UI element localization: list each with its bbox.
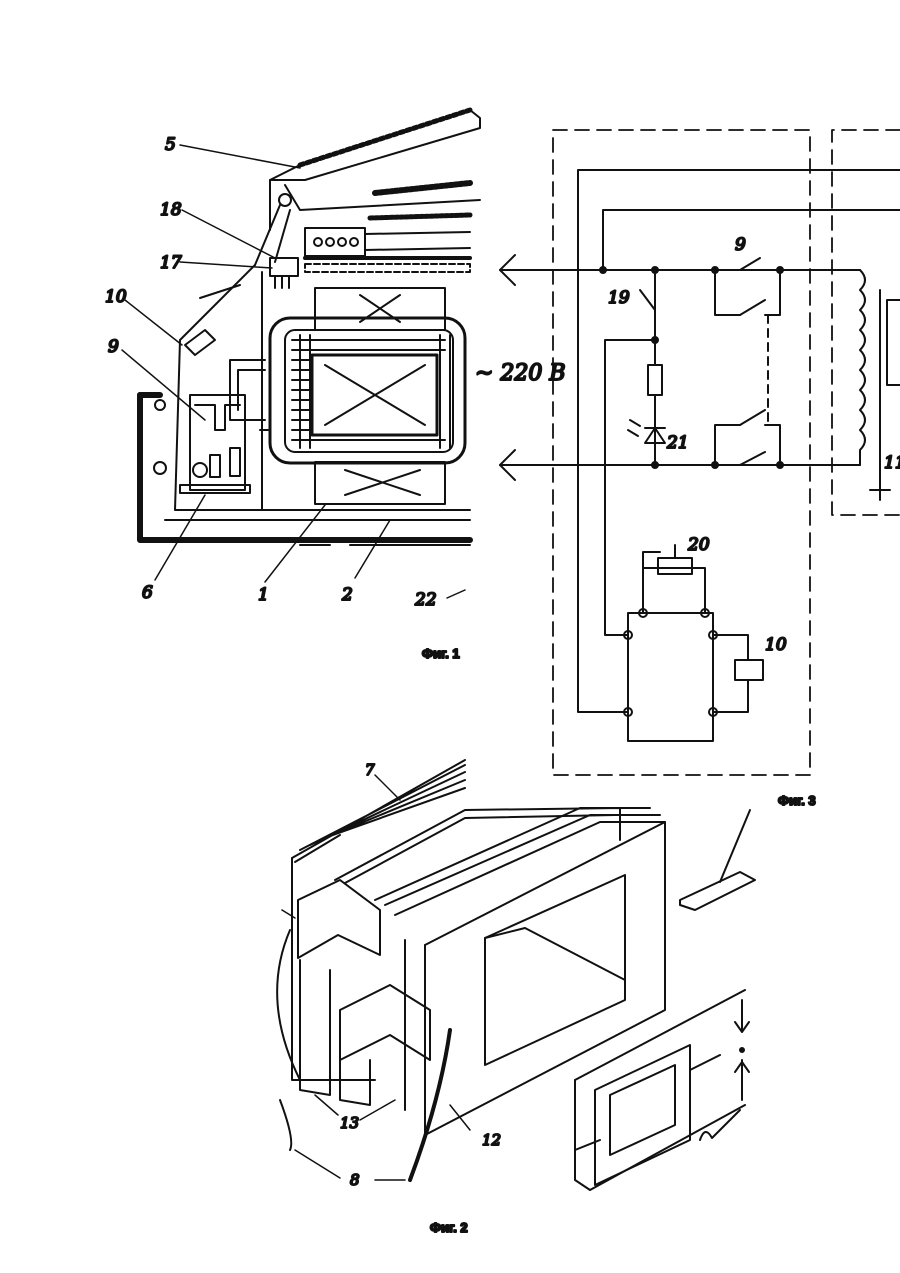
label-7: 7 [365, 761, 375, 779]
label-20: 20 [687, 535, 710, 555]
figure-2-caption: Фиг. 2 [430, 1220, 468, 1235]
label-11: 11 [884, 453, 900, 473]
label-10-relay: 10 [765, 635, 787, 655]
figure-3-caption: Фиг. 3 [778, 793, 816, 808]
figure-2-labels: 7 13 12 8 [340, 761, 501, 1189]
figure-1-caption: Фиг. 1 [422, 646, 460, 661]
label-17: 17 [160, 253, 182, 273]
label-12: 12 [482, 1131, 501, 1149]
label-13: 13 [340, 1114, 359, 1132]
label-18: 18 [160, 200, 182, 220]
lid [255, 110, 480, 265]
label-8: 8 [350, 1171, 360, 1189]
label-19: 19 [608, 288, 630, 308]
label-22: 22 [414, 590, 437, 610]
figure-3-labels: 9 19 21 20 10 11 [608, 235, 900, 655]
label-5: 5 [165, 135, 176, 155]
heating-element [305, 215, 470, 272]
label-10: 10 [105, 287, 127, 307]
voltage-label: ~ 220 В [475, 361, 566, 386]
figure-1-drawing [122, 110, 480, 598]
label-9: 9 [108, 337, 119, 357]
label-6: 6 [142, 583, 153, 603]
label-1: 1 [258, 585, 269, 605]
label-21: 21 [666, 433, 689, 453]
transformer [230, 288, 465, 504]
label-9-relay: 9 [735, 235, 746, 255]
figure-3-drawing [500, 130, 900, 775]
label-2: 2 [341, 585, 353, 605]
sensor-block [270, 258, 298, 276]
